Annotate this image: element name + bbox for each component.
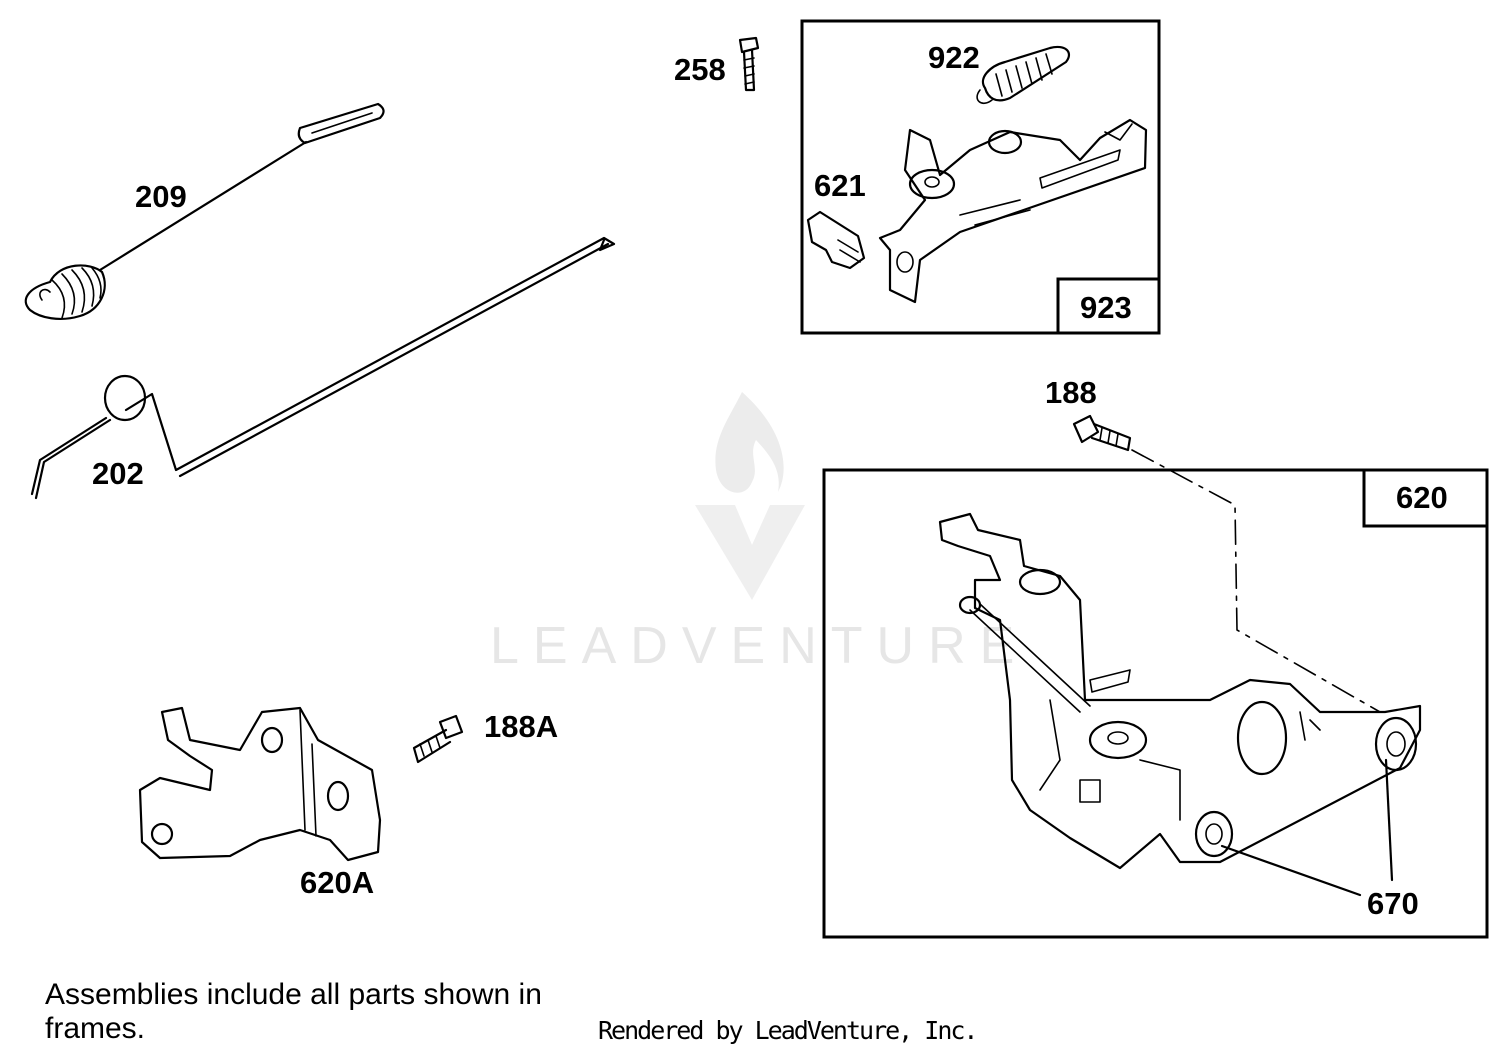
label-621: 621 [814, 168, 866, 203]
label-922: 922 [928, 40, 980, 75]
frame-620 [822, 468, 1489, 939]
label-188A: 188A [484, 709, 558, 744]
part-923-assembly [878, 118, 1148, 304]
frame-923 [800, 19, 1161, 335]
watermark-flame-icon [715, 392, 784, 493]
part-188A-bolt [412, 714, 464, 764]
part-670-leaders [1220, 758, 1394, 897]
render-credit: Rendered by LeadVenture, Inc. [598, 1016, 978, 1045]
part-188-bolt [1072, 414, 1381, 713]
label-923: 923 [1080, 290, 1132, 325]
part-209-spring [24, 102, 385, 320]
label-620: 620 [1396, 480, 1448, 515]
part-621-bracket [806, 210, 866, 270]
watermark: LEADVENTURE [490, 392, 1028, 675]
part-620-bracket [938, 512, 1422, 870]
label-202: 202 [92, 456, 144, 491]
assemblies-note: Assemblies include all parts shown in fr… [45, 978, 542, 1045]
label-209: 209 [135, 179, 187, 214]
part-258-bolt [738, 36, 760, 92]
label-670: 670 [1367, 886, 1419, 921]
watermark-v-icon [695, 505, 805, 600]
part-202-rod [30, 236, 616, 500]
label-620A: 620A [300, 865, 374, 900]
label-188: 188 [1045, 375, 1097, 410]
part-620A-plate [138, 706, 382, 862]
watermark-text: LEADVENTURE [490, 617, 1028, 675]
label-258: 258 [674, 52, 726, 87]
part-922-spring [976, 45, 1071, 105]
